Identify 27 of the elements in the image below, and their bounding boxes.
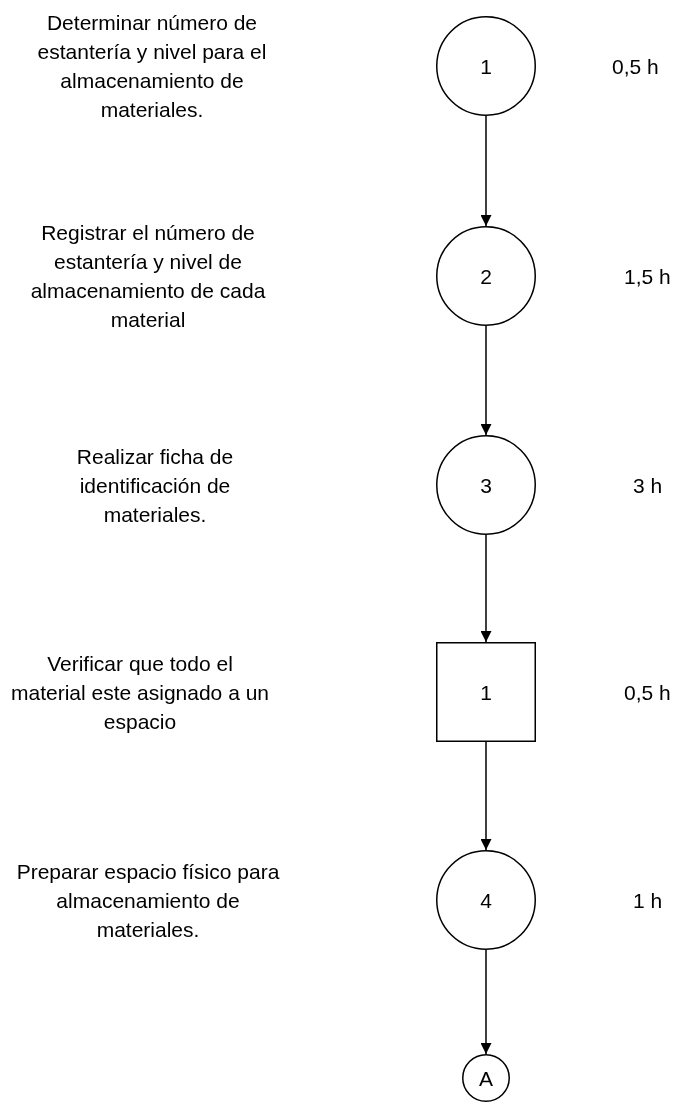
step-number: 2 xyxy=(480,265,492,287)
step-description: Preparar espacio físico para almacenamiento de materiales. xyxy=(15,858,281,943)
operation-circle xyxy=(436,850,536,950)
step-description: Verificar que todo el material este asignado a un espacio xyxy=(10,650,270,735)
duration-label: 3 h xyxy=(633,472,663,499)
arrow xyxy=(480,949,492,1055)
arrow xyxy=(480,115,492,227)
step-number: 1 xyxy=(480,681,492,703)
operation-circle xyxy=(436,226,536,326)
step-number: 3 xyxy=(480,474,492,496)
duration-label: 1,5 h xyxy=(624,263,671,290)
arrow xyxy=(480,534,492,643)
step-description: Determinar número de estantería y nivel para el almacenamiento de materiales. xyxy=(36,10,268,123)
operation-circle xyxy=(436,16,536,116)
duration-label: 1 h xyxy=(633,887,663,914)
step-number: A xyxy=(479,1067,493,1089)
step-description: Realizar ficha de identificación de materiales. xyxy=(75,443,235,528)
inspection-square xyxy=(436,642,536,742)
step-description: Registrar el número de estantería y nivel de almacenamiento de cada material xyxy=(29,220,267,333)
arrow xyxy=(480,741,492,851)
operation-circle xyxy=(436,435,536,535)
connector-circle xyxy=(462,1054,510,1102)
step-number: 1 xyxy=(480,55,492,77)
duration-label: 0,5 h xyxy=(624,679,671,706)
duration-label: 0,5 h xyxy=(612,53,659,80)
arrow xyxy=(480,325,492,436)
step-number: 4 xyxy=(480,889,492,911)
